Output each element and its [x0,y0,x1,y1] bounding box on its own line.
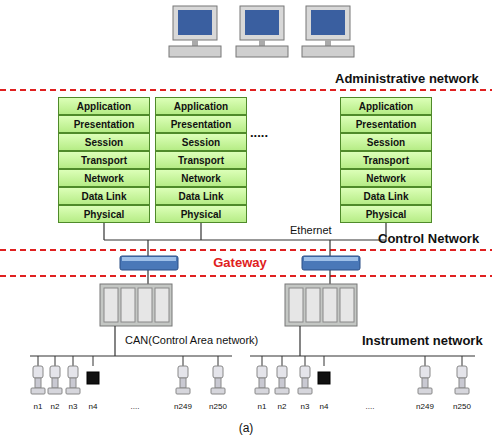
osi-layer-box: Data Link [155,187,247,205]
bus-label: Ethernet [290,224,332,237]
layer-name: Application [359,101,413,112]
osi-layer-box: Data Link [58,187,150,205]
zone-label: Administrative network [335,72,479,87]
device-label: n1 [258,402,267,411]
bus-label: CAN(Control Area network) [125,334,258,347]
osi-layer-box: Data Link [340,187,432,205]
zone-label: Instrument network [362,334,483,349]
device-label: n249 [416,402,434,411]
instrument-icons [31,356,469,394]
osi-layer-box: Physical [155,205,247,223]
layer-name: Presentation [356,119,417,130]
osi-layer-box: Presentation [340,115,432,133]
layer-name: Application [77,101,131,112]
plc-icons [100,284,357,326]
device-label: n3 [69,402,78,411]
layer-name: Transport [363,155,409,166]
layer-name: Session [85,137,123,148]
ethernet-bus [104,223,386,284]
layer-name: Physical [84,209,125,220]
osi-layer-box: Application [155,97,247,115]
layer-name: Physical [366,209,407,220]
gateway-icons [120,256,360,270]
osi-layer-box: Physical [58,205,150,223]
layer-name: Network [366,173,405,184]
device-label: .... [366,402,375,411]
layer-name: Transport [178,155,224,166]
device-label: n2 [278,402,287,411]
osi-layer-box: Transport [58,151,150,169]
layer-name: Application [174,101,228,112]
layer-name: Physical [181,209,222,220]
layer-name: Presentation [171,119,232,130]
osi-layer-box: Network [155,169,247,187]
osi-layer-box: Session [340,133,432,151]
osi-layer-box: Session [155,133,247,151]
device-label: n2 [51,402,60,411]
osi-layer-box: Session [58,133,150,151]
zone-label: Gateway [213,256,266,271]
device-label: n1 [34,402,43,411]
osi-layer-box: Transport [340,151,432,169]
osi-layer-box: Transport [155,151,247,169]
osi-layer-box: Physical [340,205,432,223]
zone-label: Control Network [378,232,479,247]
device-label: n4 [89,402,98,411]
layer-name: Transport [81,155,127,166]
osi-layer-box: Presentation [58,115,150,133]
layer-name: Network [84,173,123,184]
device-label: n3 [301,402,310,411]
osi-layer-box: Application [340,97,432,115]
layer-name: Data Link [363,191,408,202]
osi-layer-box: Network [58,169,150,187]
device-label: n250 [209,402,227,411]
layer-name: Session [182,137,220,148]
osi-layer-box: Application [58,97,150,115]
figure-caption: (a) [239,422,254,436]
device-label: n4 [320,402,329,411]
layer-name: Data Link [178,191,223,202]
computer-icons [169,6,354,57]
osi-layer-box: Presentation [155,115,247,133]
zone-dividers [0,90,492,276]
layer-name: Network [181,173,220,184]
layer-name: Presentation [74,119,135,130]
device-label: n249 [174,402,192,411]
layer-name: Data Link [81,191,126,202]
device-label: n250 [453,402,471,411]
ellipsis: ..... [250,126,268,141]
layer-name: Session [367,137,405,148]
osi-layer-box: Network [340,169,432,187]
device-label: .... [131,402,140,411]
